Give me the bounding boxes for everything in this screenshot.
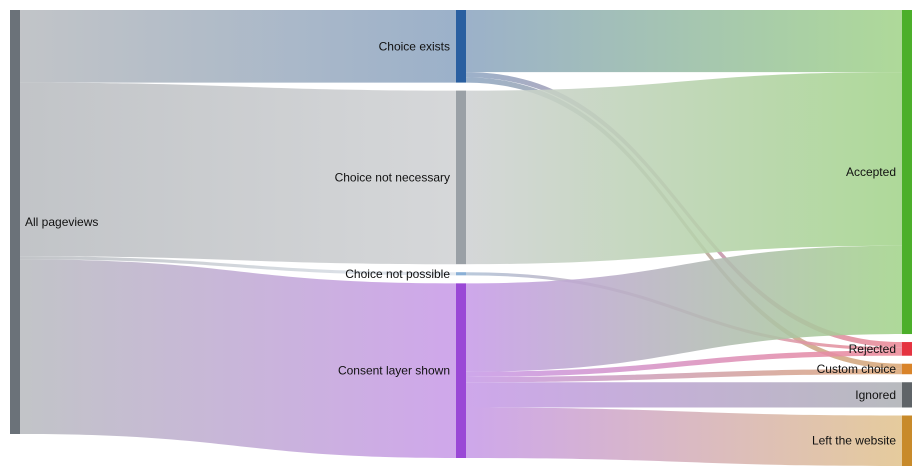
node-notposs[interactable] xyxy=(456,272,466,276)
nodes-layer xyxy=(10,10,912,466)
node-exists[interactable] xyxy=(456,10,466,83)
node-label-ignored: Ignored xyxy=(855,388,896,402)
node-accepted[interactable] xyxy=(902,10,912,335)
link-all-to-notnec[interactable] xyxy=(20,82,456,265)
link-shown-to-left[interactable] xyxy=(466,407,902,466)
link-exists-to-accepted[interactable] xyxy=(466,10,902,73)
node-custom[interactable] xyxy=(902,363,912,375)
node-shown[interactable] xyxy=(456,283,466,458)
node-rejected[interactable] xyxy=(902,342,912,356)
node-label-custom: Custom choice xyxy=(817,362,897,376)
link-notnec-to-accepted[interactable] xyxy=(466,72,902,265)
node-label-shown: Consent layer shown xyxy=(338,364,450,378)
node-ignored[interactable] xyxy=(902,382,912,408)
node-notnec[interactable] xyxy=(456,90,466,265)
link-shown-to-rejected[interactable] xyxy=(466,350,902,377)
node-label-notposs: Choice not possible xyxy=(345,267,450,281)
links-layer xyxy=(20,10,902,466)
node-left[interactable] xyxy=(902,415,912,466)
node-label-left: Left the website xyxy=(812,434,896,448)
node-label-rejected: Rejected xyxy=(849,342,896,356)
node-label-accepted: Accepted xyxy=(846,165,896,179)
link-all-to-shown[interactable] xyxy=(20,259,456,458)
link-shown-to-custom[interactable] xyxy=(466,368,902,383)
node-label-exists: Choice exists xyxy=(379,39,450,53)
link-shown-to-ignored[interactable] xyxy=(466,382,902,408)
node-label-all: All pageviews xyxy=(25,215,98,229)
link-all-to-exists[interactable] xyxy=(20,10,456,83)
node-all[interactable] xyxy=(10,10,20,434)
link-all-to-notposs[interactable] xyxy=(20,256,456,276)
link-shown-to-accepted[interactable] xyxy=(466,245,902,372)
node-label-notnec: Choice not necessary xyxy=(335,170,450,184)
